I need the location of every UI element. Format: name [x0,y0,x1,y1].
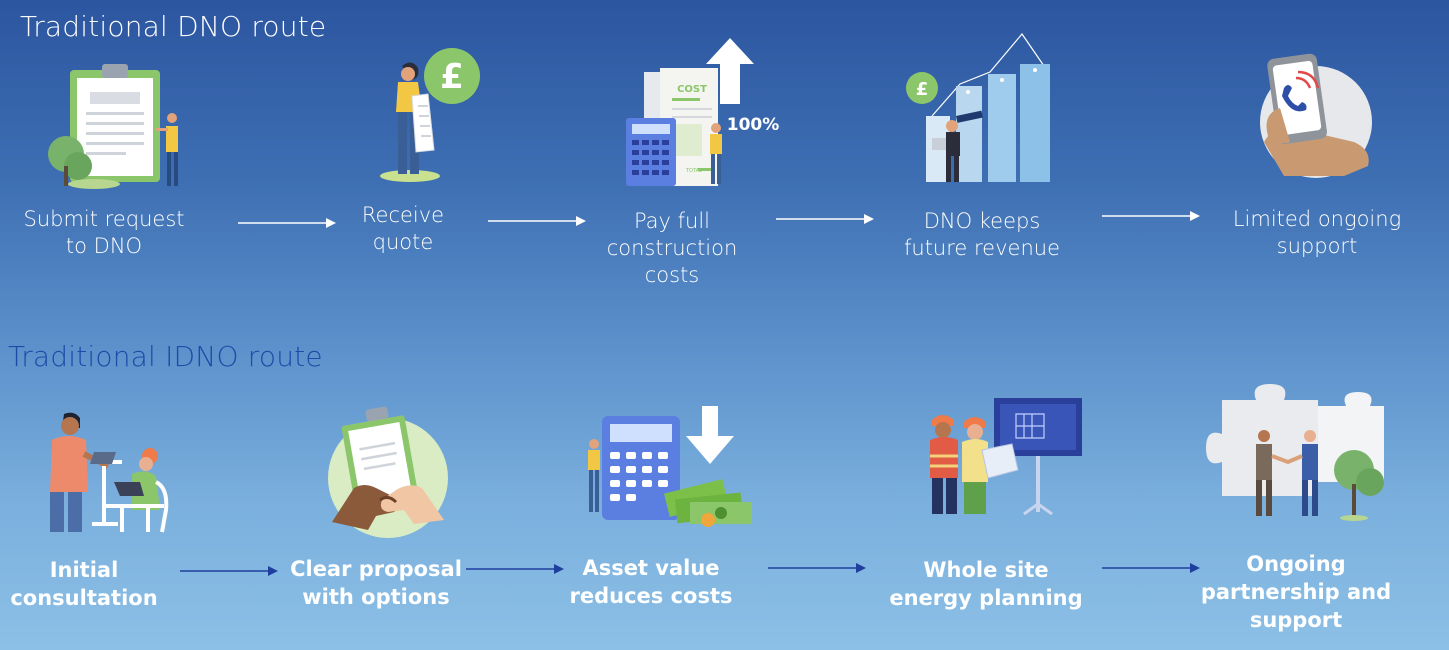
idno-step-4-label: Whole site energy planning [889,558,1083,610]
svg-text:COST: COST [677,84,707,95]
pound-coin-icon: £ [440,57,464,97]
phone-support-icon [1260,53,1372,178]
dno-arrow-1 [238,218,336,228]
idno-arrow-3 [768,563,866,573]
clipboard-request-icon [48,64,178,189]
idno-step-2-label: Clear proposal with options [290,557,462,609]
asset-value-calculator-icon [588,406,752,527]
svg-text:TOTAL: TOTAL [685,168,702,174]
revenue-chart-icon: £ [906,33,1050,182]
idno-step-1-label: Initial consultation [10,558,158,610]
dno-step-5-label: Limited ongoing support [1232,207,1402,258]
consultation-icon [50,412,169,533]
idno-arrow-1 [180,566,278,576]
pound-coin-icon: £ [916,79,929,100]
dno-arrow-3 [776,214,874,224]
idno-route-title: Traditional IDNO route [8,340,323,373]
dno-step-3-label: Pay full construction costs [606,209,738,287]
idno-arrow-4 [1102,563,1200,573]
dno-step-4-label: DNO keeps future revenue [904,209,1060,260]
partnership-puzzle-icon [1206,384,1384,521]
handshake-proposal-icon [328,406,448,538]
idno-step-5-label: Ongoing partnership and support [1200,552,1392,632]
site-planning-icon [930,398,1082,516]
dno-arrow-4 [1102,211,1200,221]
idno-step-3-label: Asset value reduces costs [569,556,733,608]
dno-step-2-label: Receive quote [361,203,445,254]
construction-cost-icon: 100% COST TOTAL [626,38,780,186]
dno-route-title: Traditional DNO route [20,10,327,43]
dno-step-1-label: Submit request to DNO [23,207,185,258]
percent-badge: 100% [727,115,780,135]
quote-receipt-icon: £ [380,48,480,182]
dno-arrow-2 [488,216,586,226]
idno-arrow-2 [466,564,564,574]
